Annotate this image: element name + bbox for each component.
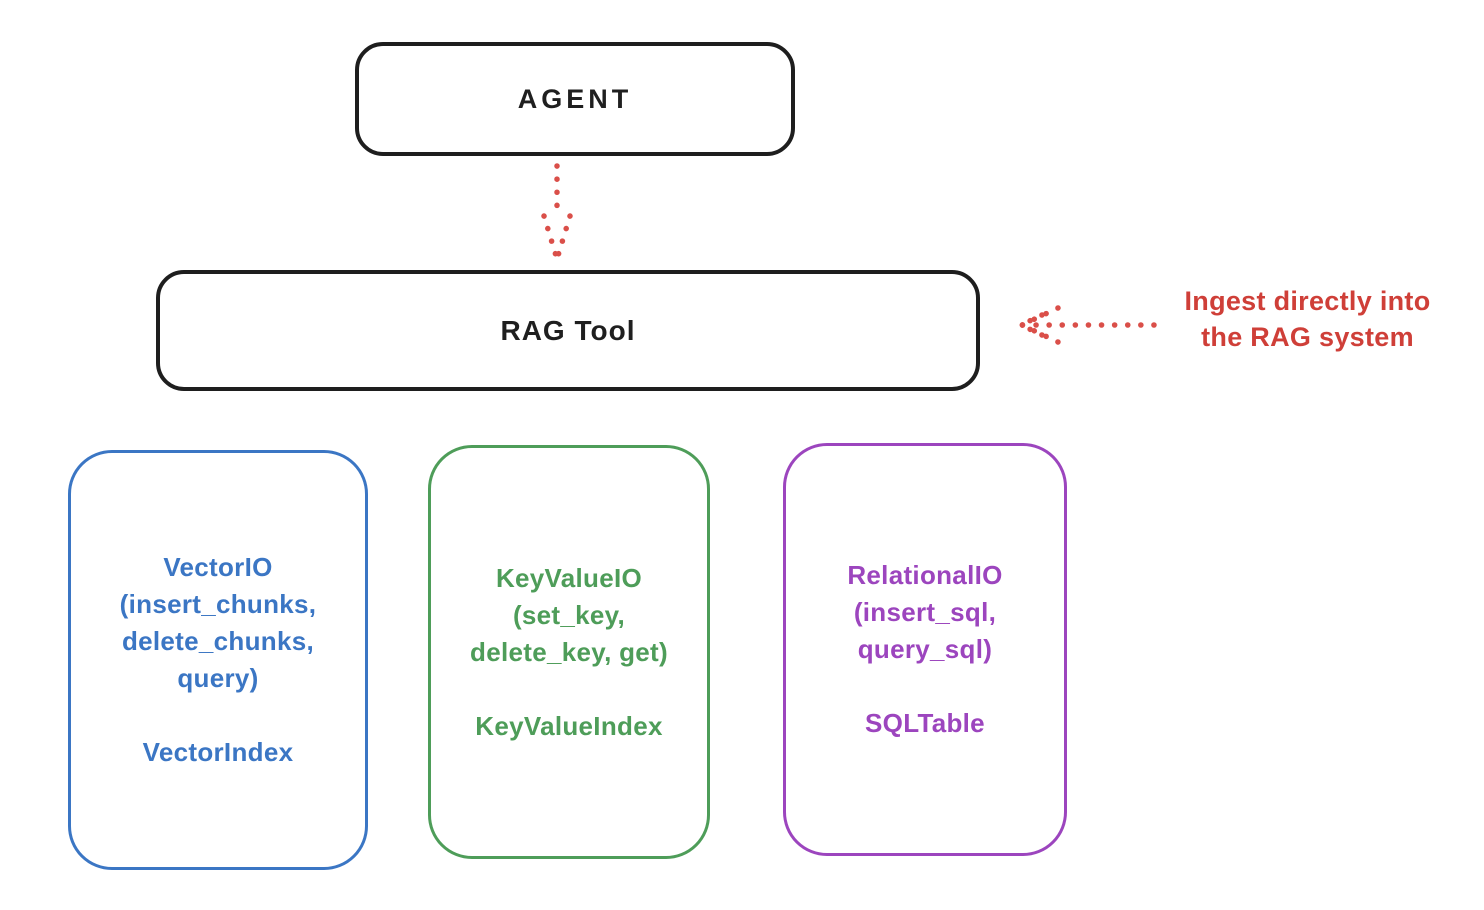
ingest-annotation: Ingest directly into the RAG system (1131, 283, 1484, 355)
sql-table-label: SQLTable (865, 708, 985, 738)
key-value-index-label: KeyValueIndex (475, 710, 663, 741)
rag-tool-box: RAG Tool (156, 270, 980, 391)
box-text-line: delete_key, get) (470, 636, 668, 667)
box-text-line: delete_chunks, (121, 626, 315, 656)
key-value-io-box: KeyValueIO (set_key, delete_key, get) Ke… (428, 445, 710, 859)
box-text-line: VectorIO (163, 552, 273, 582)
agent-label: AGENT (517, 83, 633, 114)
vector-io-box: VectorIO (insert_chunks, delete_chunks, … (68, 450, 368, 870)
box-text-line: KeyValueIO (495, 562, 643, 593)
relational-io-title: RelationalIO (insert_sql, query_sql) SQL… (847, 557, 1002, 742)
ingest-annotation-arrow-icon (1018, 305, 1157, 345)
ingest-annotation-line2: the RAG system (1201, 322, 1414, 352)
agent-to-rag-arrow-icon (541, 163, 573, 262)
box-text-line: query_sql) (857, 634, 993, 664)
box-text-line: query) (177, 663, 259, 693)
box-text-line: (insert_chunks, (119, 589, 317, 619)
box-text-line: (insert_sql, (853, 597, 997, 627)
box-text-line: RelationalIO (847, 560, 1003, 590)
box-text-line: (set_key, (512, 599, 626, 630)
ingest-annotation-line1: Ingest directly into (1184, 286, 1431, 316)
key-value-io-title: KeyValueIO (set_key, delete_key, get) Ke… (470, 560, 668, 745)
relational-io-box: RelationalIO (insert_sql, query_sql) SQL… (783, 443, 1067, 856)
vector-index-label: VectorIndex (142, 737, 294, 767)
agent-box: AGENT (355, 42, 795, 156)
vector-io-title: VectorIO (insert_chunks, delete_chunks, … (120, 549, 317, 771)
rag-tool-label: RAG Tool (500, 314, 636, 346)
